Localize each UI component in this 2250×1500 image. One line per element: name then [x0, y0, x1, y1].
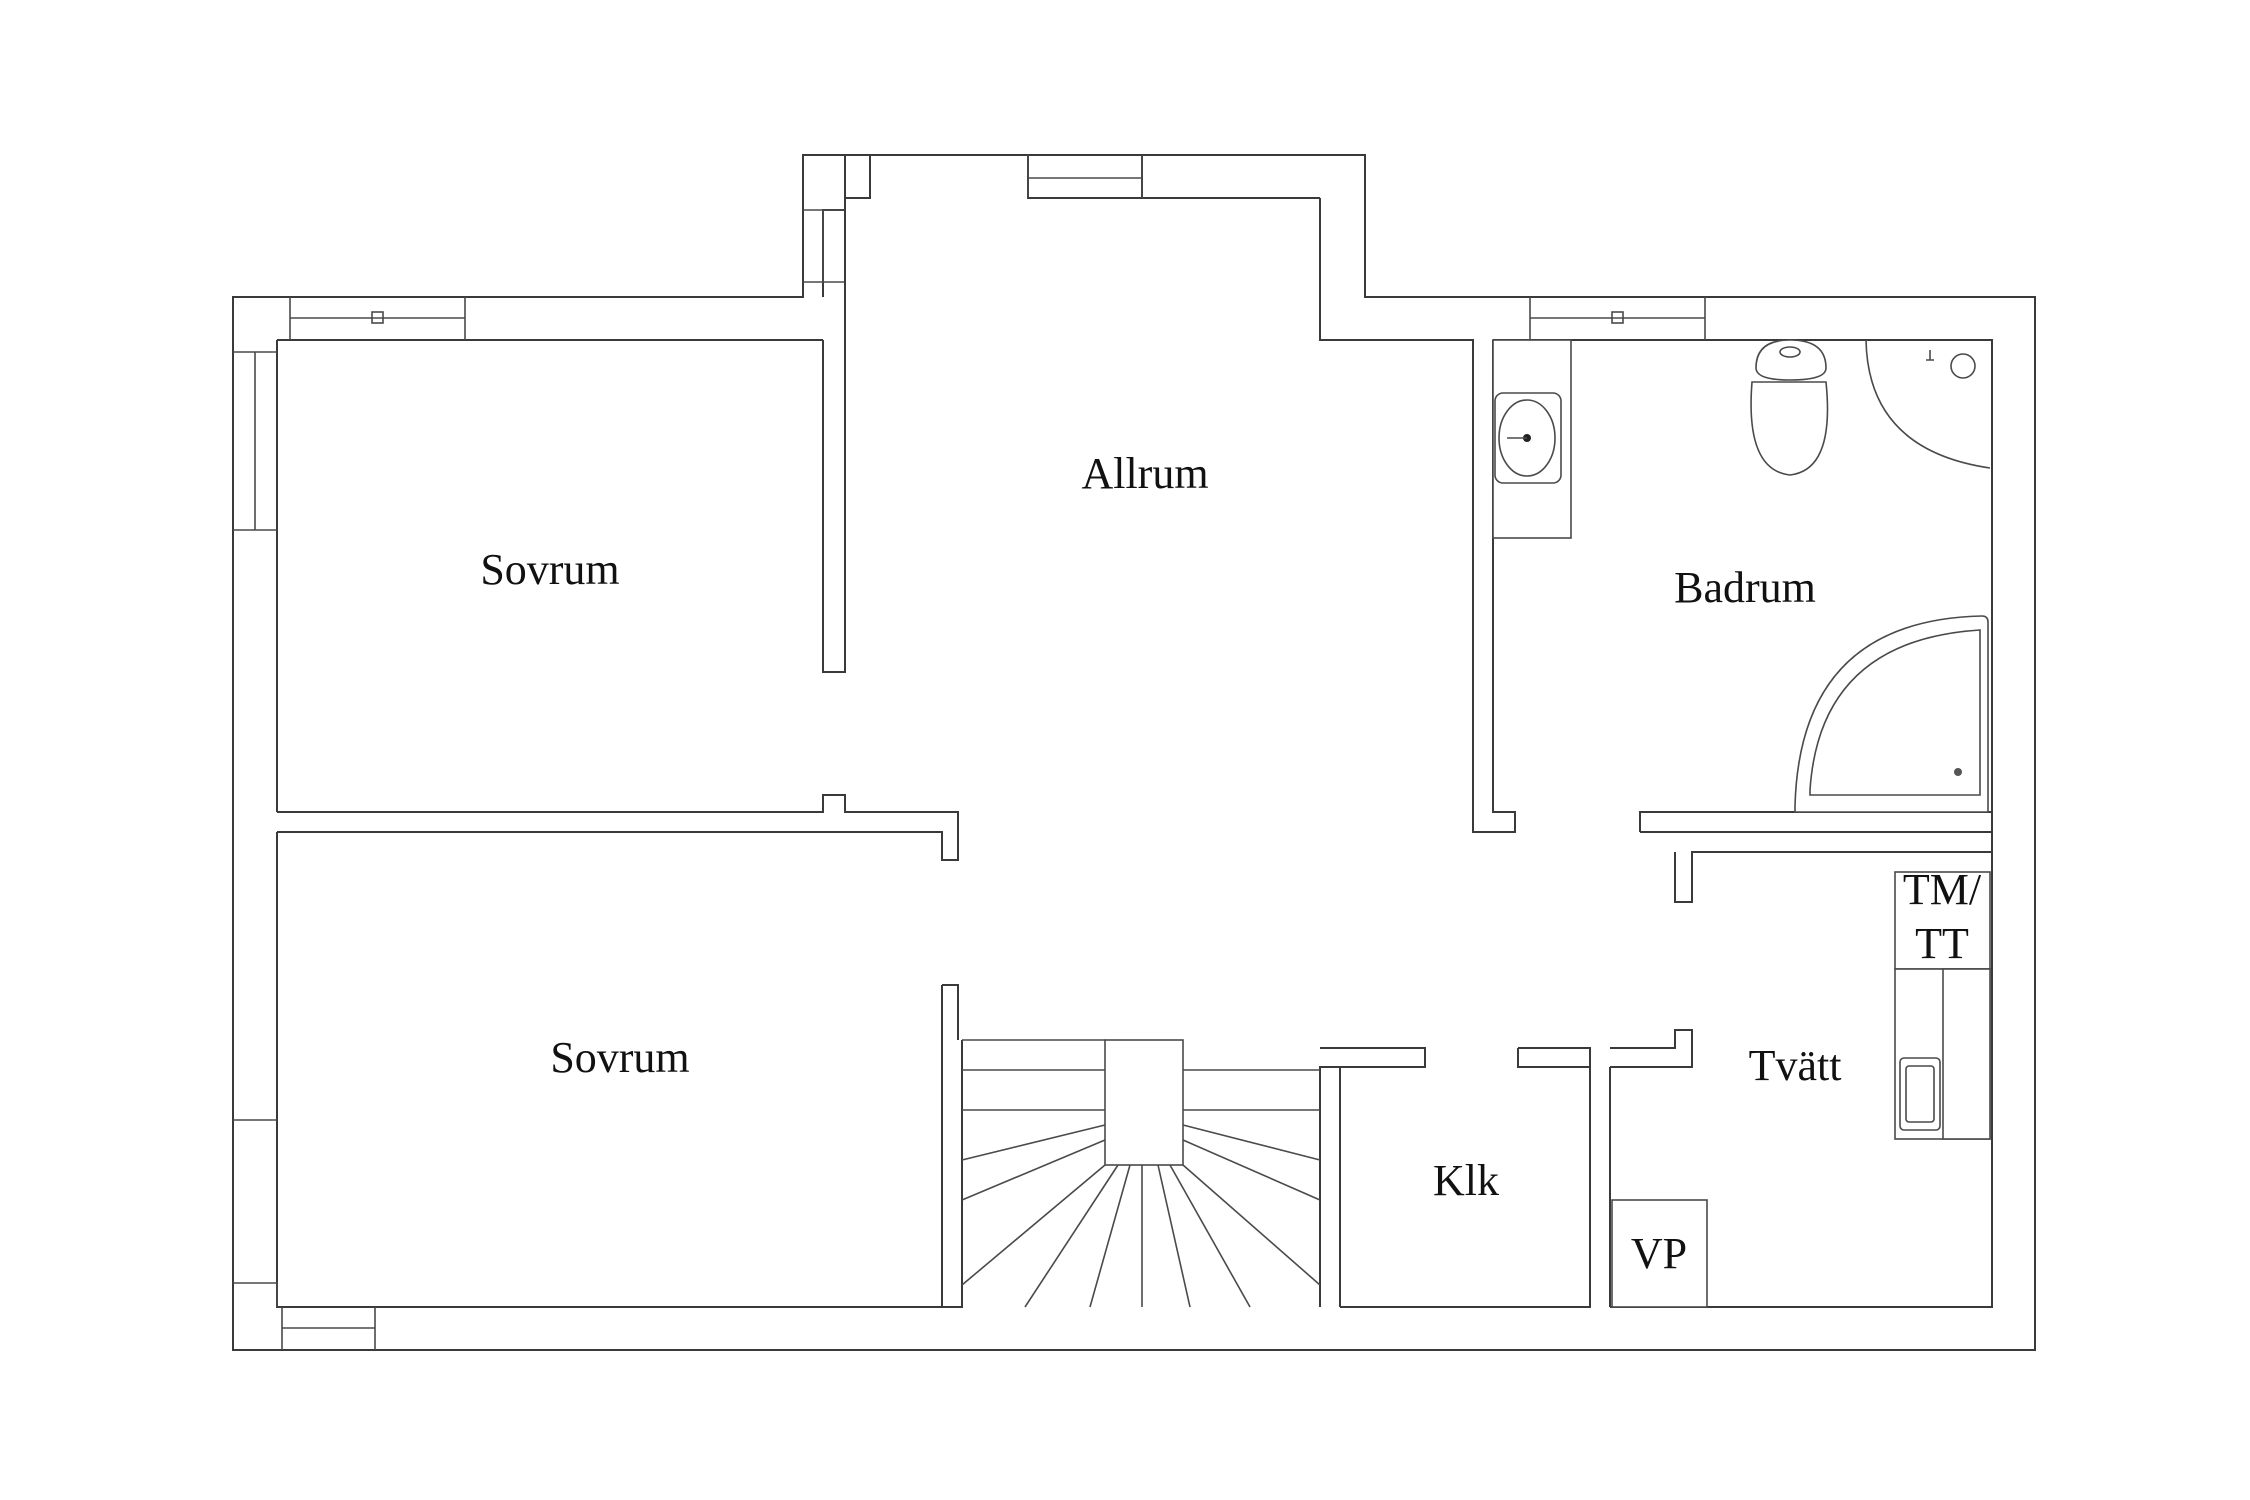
- utility-sink-icon: [1899, 1057, 1941, 1131]
- room-label-closet: Klk: [1433, 1156, 1499, 1205]
- room-label-bedroom-upper: Sovrum: [480, 545, 619, 594]
- bathtub-icon: [1794, 615, 1989, 813]
- room-label-bedroom-lower: Sovrum: [550, 1033, 689, 1082]
- bathroom-fixtures: [1492, 339, 1991, 813]
- exterior-walls: [232, 154, 2036, 1351]
- fixture-label-washer-dryer-2: TT: [1915, 919, 1969, 968]
- shower-icon: [1865, 339, 1991, 469]
- fixture-label-washer-dryer-1: TM/: [1903, 865, 1982, 914]
- room-label-bathroom: Badrum: [1674, 563, 1816, 612]
- room-label-laundry: Tvätt: [1749, 1041, 1842, 1090]
- room-labels: Sovrum Allrum Badrum Sovrum Tvätt Klk TM…: [480, 449, 1982, 1278]
- fixture-label-heat-pump: VP: [1631, 1229, 1687, 1278]
- laundry-fixtures: [1611, 871, 1991, 1308]
- room-label-family-room: Allrum: [1081, 449, 1208, 498]
- toilet-icon: [1750, 339, 1829, 476]
- windows: [233, 155, 1706, 1350]
- staircase: [961, 1039, 1321, 1308]
- interior-walls: [277, 210, 1992, 1308]
- sink-icon: [1494, 392, 1562, 484]
